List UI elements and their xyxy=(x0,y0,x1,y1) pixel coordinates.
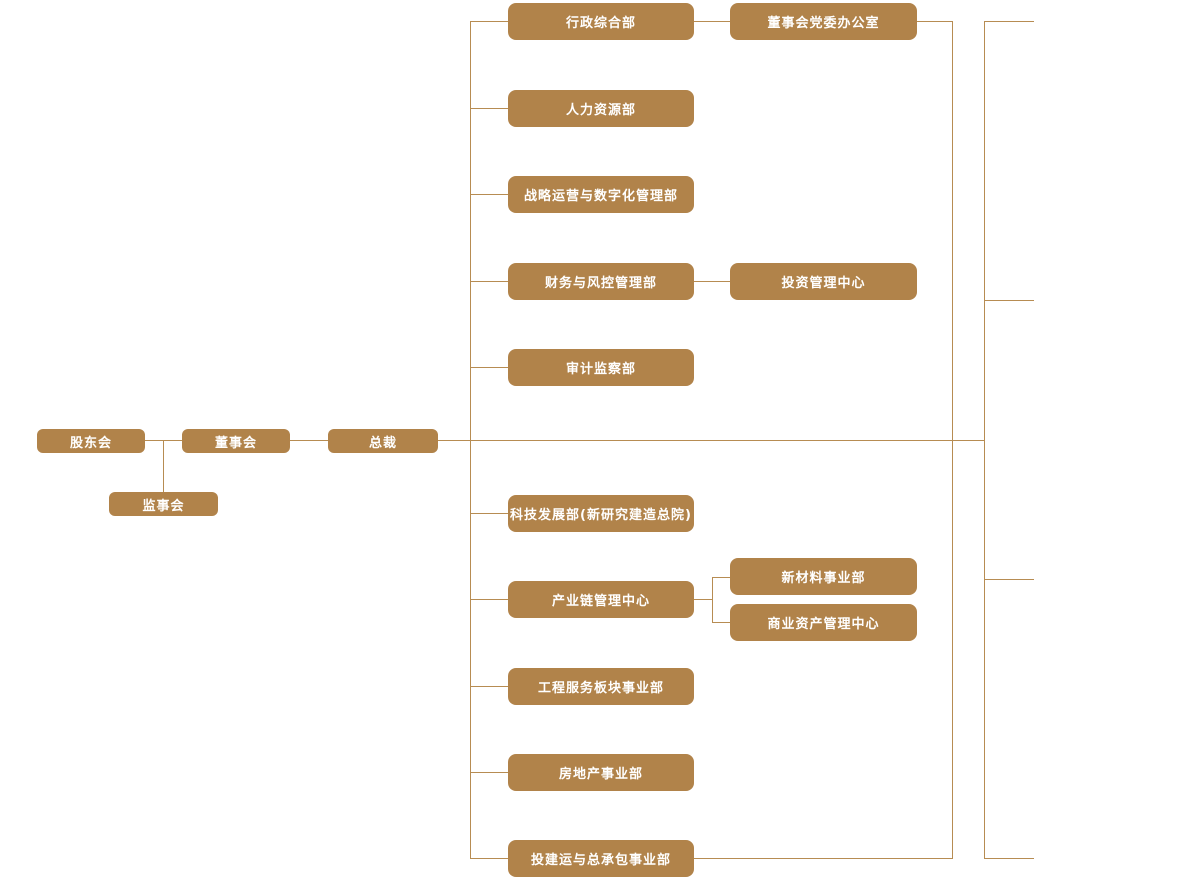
node-engineering-services-division: 工程服务板块事业部 xyxy=(508,668,694,705)
node-investment-management-center: 投资管理中心 xyxy=(730,263,917,300)
connector-line xyxy=(163,440,164,492)
connector-line xyxy=(984,579,1034,580)
node-new-materials-division: 新材料事业部 xyxy=(730,558,917,595)
connector-line xyxy=(470,686,508,687)
node-shareholders-meeting: 股东会 xyxy=(37,429,145,453)
connector-line xyxy=(470,858,508,859)
connector-line xyxy=(712,622,730,623)
connector-line xyxy=(694,599,712,600)
connector-line xyxy=(290,440,328,441)
node-supervisory-board: 监事会 xyxy=(109,492,218,516)
connector-line xyxy=(438,440,984,441)
connector-line xyxy=(470,21,471,859)
connector-line xyxy=(470,367,508,368)
connector-line xyxy=(470,194,508,195)
connector-line xyxy=(917,21,952,22)
connector-line xyxy=(470,599,508,600)
connector-line xyxy=(470,281,508,282)
connector-line xyxy=(694,21,730,22)
node-board-party-office: 董事会党委办公室 xyxy=(730,3,917,40)
connector-line xyxy=(712,577,730,578)
connector-line xyxy=(694,858,952,859)
node-audit-supervision-dept: 审计监察部 xyxy=(508,349,694,386)
node-real-estate-division: 房地产事业部 xyxy=(508,754,694,791)
connector-line xyxy=(712,577,713,623)
node-commercial-asset-center: 商业资产管理中心 xyxy=(730,604,917,641)
connector-line xyxy=(984,300,1034,301)
node-investment-construction-division: 投建运与总承包事业部 xyxy=(508,840,694,877)
node-finance-risk-dept: 财务与风控管理部 xyxy=(508,263,694,300)
connector-line xyxy=(470,21,508,22)
node-human-resources-dept: 人力资源部 xyxy=(508,90,694,127)
node-admin-general-dept: 行政综合部 xyxy=(508,3,694,40)
node-industry-chain-center: 产业链管理中心 xyxy=(508,581,694,618)
connector-line xyxy=(470,772,508,773)
node-strategy-digital-dept: 战略运营与数字化管理部 xyxy=(508,176,694,213)
connector-line xyxy=(984,21,1034,22)
node-tech-development-dept: 科技发展部(新研究建造总院) xyxy=(508,495,694,532)
connector-line xyxy=(470,513,508,514)
node-president: 总裁 xyxy=(328,429,438,453)
connector-line xyxy=(952,21,953,859)
connector-line xyxy=(470,108,508,109)
connector-line xyxy=(984,21,985,859)
connector-line xyxy=(984,858,1034,859)
connector-line xyxy=(694,281,730,282)
node-board-of-directors: 董事会 xyxy=(182,429,290,453)
